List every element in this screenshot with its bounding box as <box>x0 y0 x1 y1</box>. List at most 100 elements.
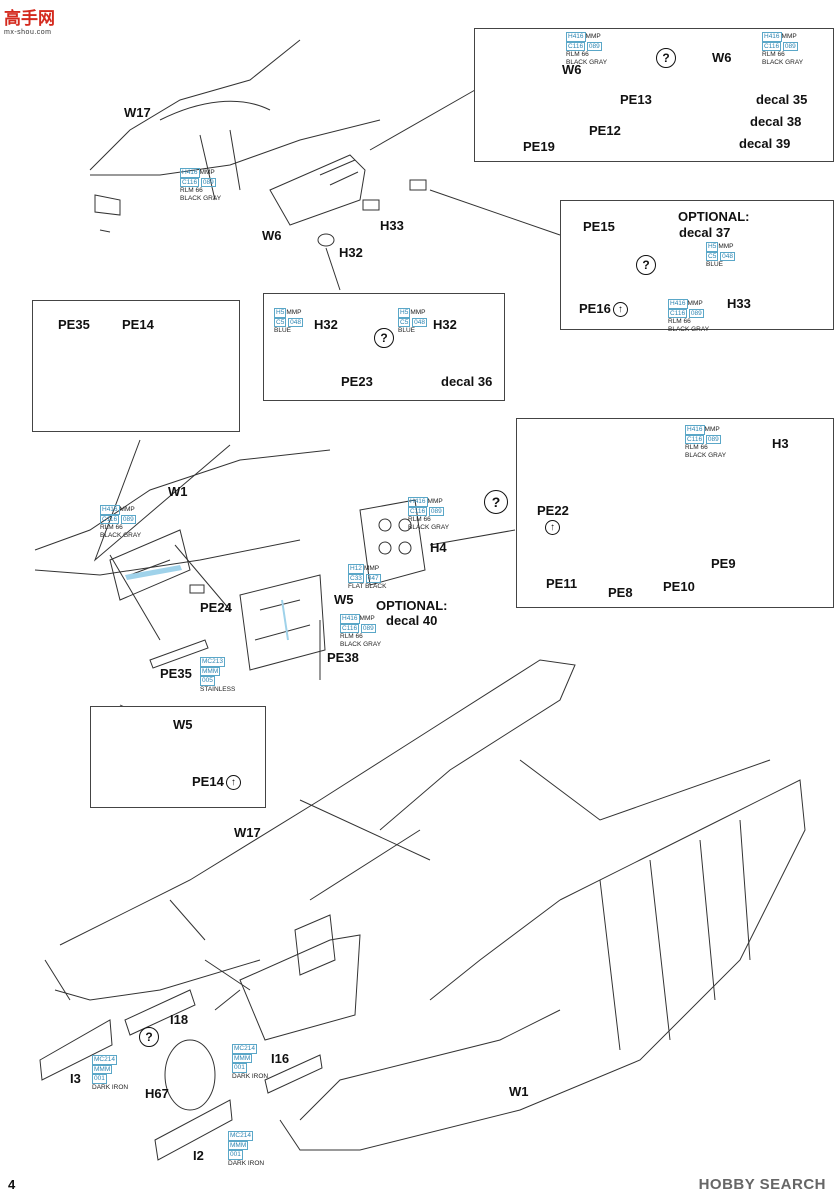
paint-code-c116: C116 <box>668 308 688 318</box>
label-pe23: PE23 <box>341 374 373 389</box>
paint-code-h416: H416 <box>762 32 782 42</box>
paint-code-h12: H12 <box>348 564 364 574</box>
h4-dial-b <box>398 518 412 532</box>
label-pe11: PE11 <box>546 576 578 591</box>
paint-code-mmp: MMP <box>199 169 215 176</box>
label-w1-bottom: W1 <box>509 1084 529 1099</box>
label-w5-main: W5 <box>334 592 354 607</box>
paint-code-i3: MC214 MMM 001 DARK IRON <box>92 1055 128 1091</box>
paint-note-black-gray: BLACK GRAY <box>408 523 450 531</box>
label-h32-inset-right: H32 <box>433 317 457 332</box>
paint-code-089: 089 <box>428 506 444 516</box>
paint-code-mmp: MMP <box>718 243 734 250</box>
i3-part <box>39 1019 113 1081</box>
question-mark-icon-decal37: ? <box>636 255 656 275</box>
paint-note-dark-iron: DARK IRON <box>92 1083 129 1091</box>
hobby-search-watermark: HOBBY SEARCH <box>698 1176 826 1193</box>
inset-h3-panel <box>516 418 834 608</box>
leader-w6-panel <box>369 89 561 236</box>
fuselage-spine <box>429 899 561 1001</box>
w6-panel-detail <box>319 159 359 186</box>
paint-code-h5: H5 <box>398 308 411 318</box>
paint-note-rlm66: RLM 66 <box>762 51 785 58</box>
paint-code-h416: H416 <box>100 505 120 515</box>
label-w6-inset-right: W6 <box>712 50 732 65</box>
paint-code-c116: C116 <box>340 623 360 633</box>
paint-code-mmp: MMP <box>585 33 601 40</box>
label-pe16-text: PE16 <box>579 301 611 316</box>
fuselage-belly <box>299 1009 561 1121</box>
paint-code-089: 089 <box>782 41 798 51</box>
question-mark-icon-i18: ? <box>139 1027 159 1047</box>
paint-code-mc214: MC214 <box>92 1055 117 1065</box>
paint-code-mmm: MMM <box>92 1064 113 1074</box>
pe35-mid-blue-highlight <box>125 565 182 580</box>
paint-note-rlm66: RLM 66 <box>685 444 708 451</box>
inset-pe35-panel <box>32 300 240 432</box>
paint-code-mmp: MMP <box>286 309 302 316</box>
paint-code-i16: MC214 MMM 001 DARK IRON <box>232 1044 268 1080</box>
label-i16: I16 <box>271 1051 290 1066</box>
label-pe22-text: PE22 <box>537 503 569 518</box>
label-pe19: PE19 <box>523 139 555 154</box>
paint-code-mc214: MC214 <box>228 1131 253 1141</box>
w1-mid-outline <box>34 449 331 641</box>
label-decal39: decal 39 <box>739 136 791 151</box>
label-pe35-inset: PE35 <box>58 317 90 332</box>
question-mark-icon-h4: ? <box>484 490 508 514</box>
inset-pe15-panel <box>560 200 834 330</box>
leader-h32 <box>325 247 341 291</box>
label-pe8: PE8 <box>608 585 633 600</box>
fuselage-panel-lines <box>599 819 751 1051</box>
paint-note-dark-iron: DARK IRON <box>232 1072 269 1080</box>
label-pe35-main: PE35 <box>160 666 192 681</box>
paint-note-rlm66: RLM 66 <box>100 524 123 531</box>
paint-code-089: 089 <box>360 623 376 633</box>
paint-code-h416: H416 <box>340 614 360 624</box>
paint-code-c116: C116 <box>762 41 782 51</box>
seat-bulkhead <box>239 934 361 1041</box>
label-pe24: PE24 <box>200 600 232 615</box>
w5-blue-highlight <box>281 599 289 641</box>
paint-note-black-gray: BLACK GRAY <box>566 58 608 66</box>
paint-note-black-gray: BLACK GRAY <box>668 325 710 333</box>
leader-w17-lower <box>299 759 771 861</box>
label-pe16: PE16↑ <box>579 301 628 318</box>
paint-code-mmp: MMP <box>704 426 720 433</box>
pe22-fold-arrow-icon: ↑ <box>545 520 560 535</box>
paint-code-c116: C116 <box>180 177 200 187</box>
label-h4: H4 <box>430 540 447 555</box>
paint-note-black-gray: BLACK GRAY <box>100 531 142 539</box>
label-pe14-w5-text: PE14 <box>192 774 224 789</box>
paint-note-stainless: STAINLESS <box>200 685 236 693</box>
paint-code-h416: H416 <box>668 299 688 309</box>
label-h3: H3 <box>772 436 789 451</box>
paint-code-mmp: MMP <box>119 506 135 513</box>
seat <box>294 914 336 976</box>
question-mark-icon-decal36: ? <box>374 328 394 348</box>
paint-code-mmm: MMM <box>200 666 221 676</box>
label-decal36: decal 36 <box>441 374 493 389</box>
paint-code-mc213: MC213 <box>200 657 225 667</box>
label-pe14-inset: PE14 <box>122 317 154 332</box>
paint-code-mmm: MMM <box>228 1140 249 1150</box>
label-pe12: PE12 <box>589 123 621 138</box>
paint-code-089: 089 <box>705 434 721 444</box>
paint-code-c5: C5 <box>398 317 411 327</box>
paint-code-001: 001 <box>92 1074 107 1084</box>
paint-code-pe35-stainless: MC213 MMM 005 STAINLESS <box>200 657 235 693</box>
paint-code-c116: C116 <box>685 434 705 444</box>
page-number: 4 <box>8 1177 16 1192</box>
paint-note-rlm66: RLM 66 <box>180 187 203 194</box>
pe14-fold-arrow-icon: ↑ <box>225 775 241 791</box>
label-h32-main: H32 <box>339 245 363 260</box>
label-pe15: PE15 <box>583 219 615 234</box>
paint-code-c116: C116 <box>566 41 586 51</box>
paint-code-i2: MC214 MMM 001 DARK IRON <box>228 1131 264 1167</box>
h4-dial-d <box>398 541 412 555</box>
